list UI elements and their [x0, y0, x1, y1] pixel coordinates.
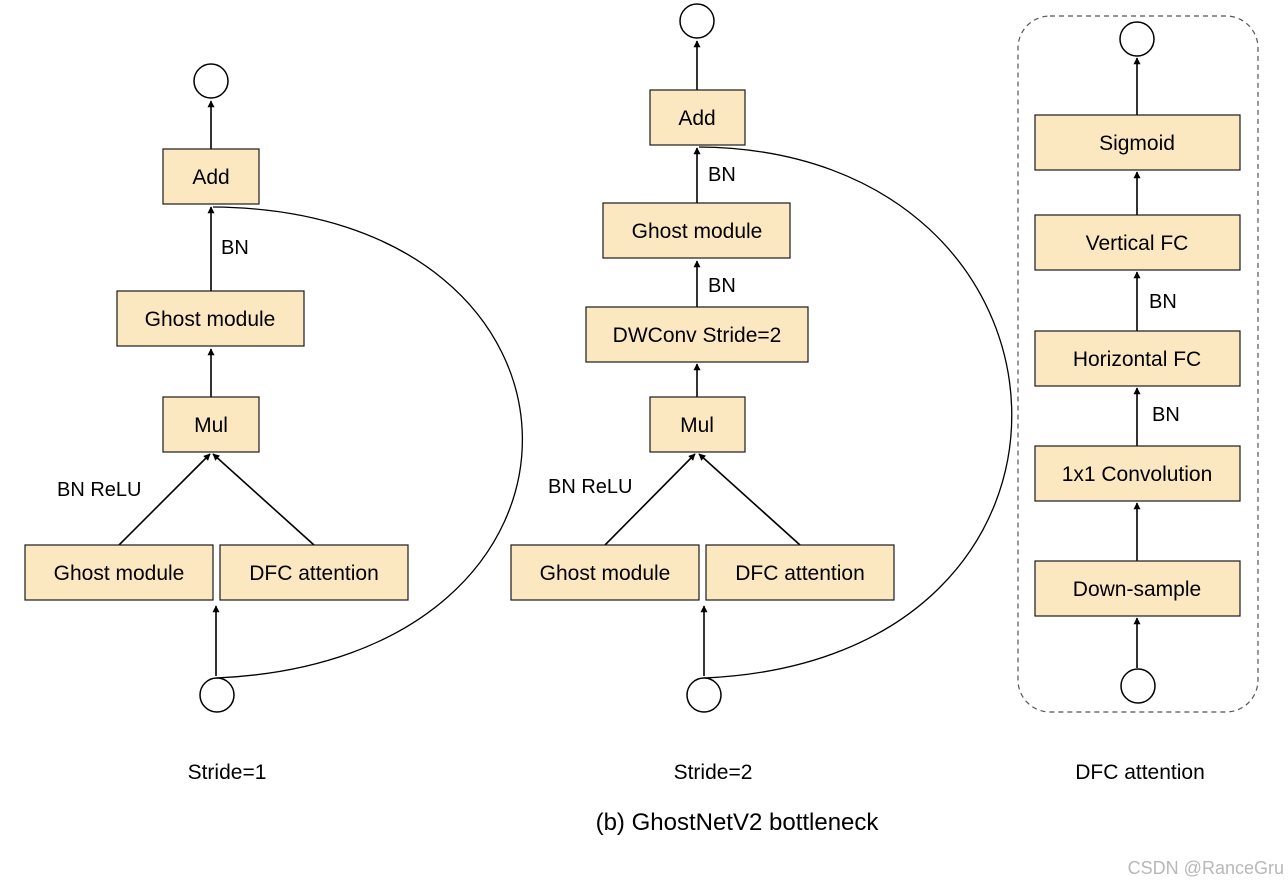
figure-title: (b) GhostNetV2 bottleneck: [596, 809, 880, 836]
vertical-fc-box: [1034, 214, 1241, 271]
add-label: Add: [678, 107, 715, 130]
add-box: [162, 148, 260, 205]
arrow-dfc-to-mul: [212, 453, 315, 546]
output-node: [193, 63, 229, 99]
ghost-module-label-bottom: Ghost module: [540, 562, 671, 585]
dfc-dashed-frame: [1017, 15, 1259, 713]
ghost-module-box-bottom: [24, 544, 214, 601]
mul-label: Mul: [680, 414, 714, 437]
bn-label-mid: BN: [708, 275, 736, 297]
panel-dfc-attention: Sigmoid Vertical FC Horizontal FC 1x1 Co…: [1017, 15, 1259, 784]
input-node: [686, 677, 722, 713]
mul-label: Mul: [194, 414, 228, 437]
dfc-attention-box: [705, 544, 895, 601]
arrow-dfc-to-mul: [698, 453, 801, 546]
caption-stride1: Stride=1: [188, 761, 267, 784]
sigmoid-label: Sigmoid: [1099, 132, 1175, 155]
ghost-module-box-top: [116, 290, 305, 347]
bn-label-upper: BN: [1149, 291, 1177, 313]
horizontal-fc-label: Horizontal FC: [1073, 348, 1201, 371]
horizontal-fc-box: [1034, 330, 1241, 387]
arrow-ghost-to-mul: [604, 453, 696, 546]
vertical-fc-label: Vertical FC: [1086, 232, 1189, 255]
bn-label-top: BN: [708, 164, 736, 186]
output-node: [679, 3, 715, 39]
dwconv-label: DWConv Stride=2: [613, 324, 782, 347]
bn-label: BN: [221, 237, 249, 259]
ghost-module-label-top: Ghost module: [145, 308, 276, 331]
output-node: [1119, 21, 1155, 57]
input-node: [199, 677, 235, 713]
conv1x1-label: 1x1 Convolution: [1062, 463, 1213, 486]
mul-box: [162, 396, 260, 453]
downsample-label: Down-sample: [1073, 578, 1201, 601]
panel-stride1: Add Ghost module Mul Ghost module DFC at…: [24, 63, 524, 784]
skip-connection-curve: [212, 206, 524, 679]
sigmoid-box: [1034, 114, 1241, 171]
watermark: CSDN @RanceGru: [1128, 858, 1284, 878]
panel-stride2: Add Ghost module DWConv Stride=2 Mul Gho…: [510, 3, 1013, 784]
caption-dfc-attention: DFC attention: [1075, 761, 1205, 784]
input-node: [1120, 668, 1156, 704]
add-box: [649, 89, 746, 146]
arrow-ghost-to-mul: [118, 453, 211, 546]
bn-label-lower: BN: [1152, 404, 1180, 426]
downsample-box: [1034, 560, 1241, 617]
ghost-module-label-top: Ghost module: [632, 220, 763, 243]
ghost-module-box-bottom: [510, 544, 700, 601]
ghost-module-box-top: [602, 202, 791, 259]
dwconv-box: [585, 306, 809, 363]
dfc-attention-label: DFC attention: [735, 562, 865, 585]
dfc-attention-label: DFC attention: [249, 562, 379, 585]
ghost-module-label-bottom: Ghost module: [54, 562, 185, 585]
dfc-attention-box: [219, 544, 409, 601]
bn-relu-label: BN ReLU: [548, 476, 632, 498]
bn-relu-label: BN ReLU: [57, 479, 141, 501]
add-label: Add: [192, 166, 229, 189]
caption-stride2: Stride=2: [674, 761, 753, 784]
skip-connection-curve: [698, 146, 1013, 679]
conv1x1-box: [1034, 445, 1241, 502]
mul-box: [649, 396, 746, 453]
